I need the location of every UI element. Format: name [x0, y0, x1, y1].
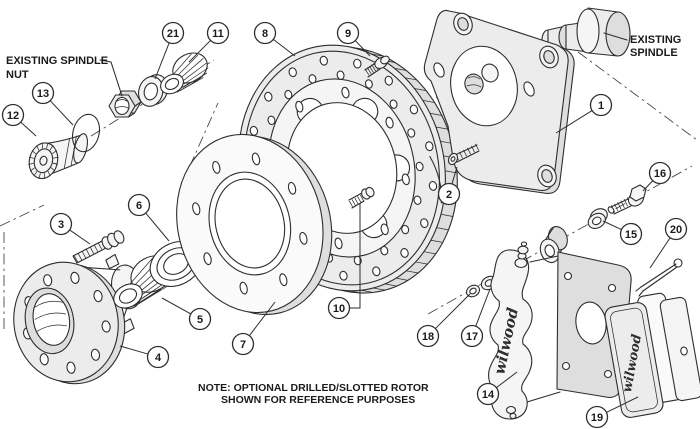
callout-7: 7 [231, 301, 276, 356]
svg-text:15: 15 [625, 229, 637, 241]
svg-text:6: 6 [136, 200, 142, 212]
callout-8: 8 [253, 21, 296, 57]
svg-text:18: 18 [422, 331, 434, 343]
callout-18: 18 [416, 293, 471, 348]
rotor-hat-bolt [364, 55, 390, 78]
spindle-nut-leader [99, 59, 123, 97]
svg-text:5: 5 [197, 314, 203, 326]
existing-spindle-label-2: SPINDLE [630, 47, 678, 59]
bolt-washer [587, 208, 608, 229]
existing-spindle-nut-label: EXISTING SPINDLE [6, 55, 108, 67]
wheel-stud [72, 230, 125, 264]
bleed-screw [514, 241, 529, 269]
callout-2: 2 [437, 166, 461, 206]
brake-pads: wilwood [604, 292, 700, 418]
callout-5: 5 [161, 297, 212, 331]
existing-spindle [541, 7, 631, 57]
svg-text:11: 11 [212, 28, 224, 40]
rotor-bolt [348, 186, 375, 209]
hub [13, 253, 143, 385]
dust-cap [28, 133, 88, 180]
callout-14: 14 [476, 371, 518, 406]
outer-bearing [160, 52, 209, 95]
note-line-1: NOTE: OPTIONAL DRILLED/SLOTTED ROTOR [198, 382, 429, 394]
callout-4: 4 [119, 345, 170, 369]
rotor-adapter-hat [176, 133, 333, 316]
svg-text:8: 8 [262, 28, 268, 40]
svg-text:1: 1 [598, 100, 604, 112]
svg-text:19: 19 [591, 412, 603, 424]
caliper-fitting [505, 405, 517, 420]
callout-17: 17 [460, 288, 491, 348]
svg-text:13: 13 [37, 88, 49, 100]
svg-text:2: 2 [446, 189, 452, 201]
svg-text:10: 10 [333, 303, 345, 315]
svg-text:17: 17 [466, 331, 478, 343]
svg-text:3: 3 [58, 219, 64, 231]
cotter-pin [635, 258, 683, 297]
callout-12: 12 [1, 103, 37, 137]
callout-1: 1 [555, 93, 613, 134]
svg-text:16: 16 [654, 168, 666, 180]
svg-text:21: 21 [167, 28, 179, 40]
callout-11: 11 [188, 21, 230, 63]
caliper-bracket [423, 9, 575, 194]
svg-text:20: 20 [670, 224, 682, 236]
callout-21: 21 [154, 21, 185, 80]
spindle-nut [108, 90, 142, 118]
svg-text:7: 7 [240, 339, 246, 351]
svg-text:12: 12 [7, 110, 19, 122]
callout-3: 3 [49, 212, 91, 245]
o-ring [71, 113, 101, 153]
bracket-bolt [447, 143, 480, 166]
thrust-washer [138, 74, 169, 107]
labels: EXISTING SPINDLE NUT EXISTING SPINDLE NO… [6, 32, 681, 406]
callout-13: 13 [31, 81, 74, 126]
note-line-2: SHOWN FOR REFERENCE PURPOSES [221, 394, 415, 406]
callout-9: 9 [336, 21, 371, 57]
callout-6: 6 [127, 193, 170, 242]
callout-10: 10 [327, 203, 361, 320]
spindle-leader [603, 32, 628, 41]
existing-spindle-label: EXISTING [630, 34, 681, 46]
svg-text:14: 14 [482, 389, 495, 401]
svg-text:4: 4 [155, 352, 162, 364]
callout-15: 15 [602, 220, 643, 246]
caliper-mount-bolt [607, 184, 647, 215]
callout-19: 19 [585, 396, 639, 429]
svg-text:9: 9 [345, 28, 351, 40]
existing-spindle-nut-label-2: NUT [6, 69, 29, 81]
callout-20: 20 [649, 217, 688, 269]
callout-16: 16 [642, 161, 672, 192]
